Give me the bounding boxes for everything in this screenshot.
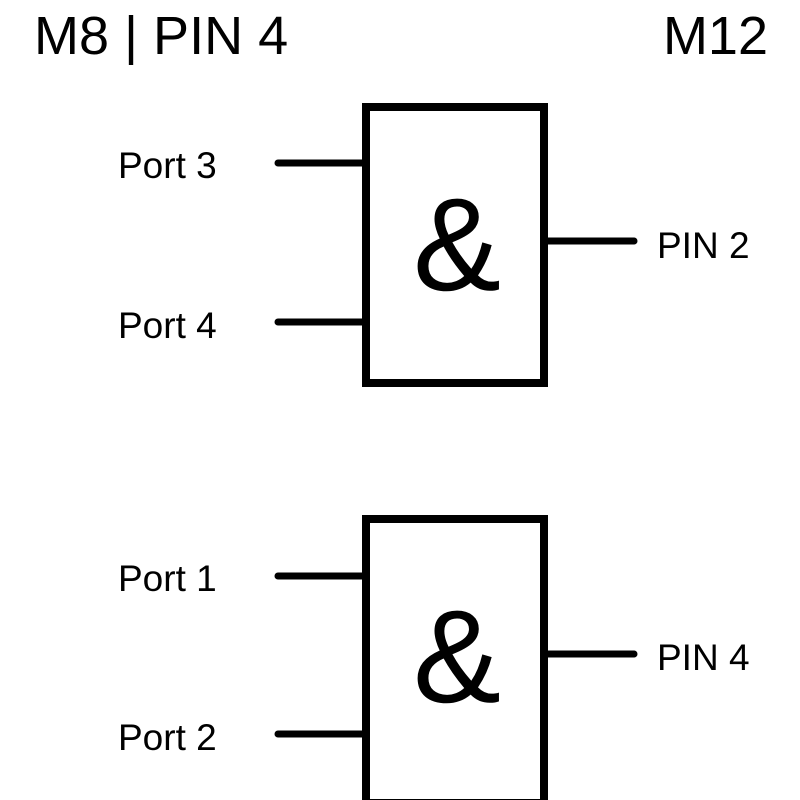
input-label: Port 3: [118, 145, 217, 186]
and-gate-2: &: [274, 515, 638, 800]
and-symbol: &: [413, 171, 501, 318]
output-label: PIN 2: [657, 225, 750, 266]
gate-box: [362, 103, 548, 387]
gate-box: [362, 515, 548, 800]
input-label: Port 2: [118, 717, 217, 758]
header-left-title: M8 | PIN 4: [34, 6, 289, 66]
input-label: Port 4: [118, 305, 217, 346]
header-right-title: M12: [662, 6, 768, 66]
output-label: PIN 4: [657, 637, 750, 678]
input-label: Port 1: [118, 558, 217, 599]
and-symbol: &: [413, 583, 501, 730]
and-gate-1: &: [274, 103, 638, 387]
